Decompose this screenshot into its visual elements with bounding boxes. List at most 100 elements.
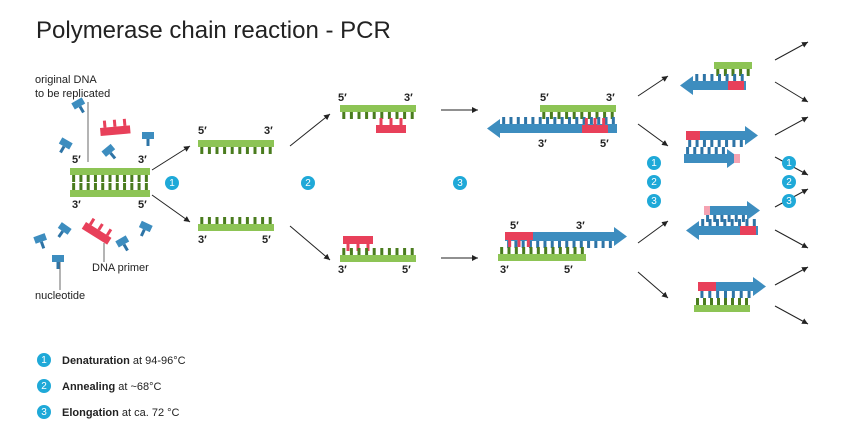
svg-text:Annealing at ~68°C: Annealing at ~68°C xyxy=(62,381,162,393)
step-marker-3: 3 xyxy=(782,194,796,208)
svg-text:Denaturation at 94-96°C: Denaturation at 94-96°C xyxy=(62,355,186,367)
denatured-strand-bottom xyxy=(198,217,274,231)
strand-end-label: 3′ xyxy=(576,220,585,232)
strand-end-label: 3′ xyxy=(72,199,81,211)
cycle2-b-primer xyxy=(686,131,700,140)
arrow-out-7 xyxy=(774,266,809,286)
svg-text:2: 2 xyxy=(786,177,792,188)
strand-end-label: 3′ xyxy=(138,154,147,166)
arrow-original-to-top xyxy=(151,145,191,171)
arrow-cycle2-d xyxy=(637,271,669,299)
strand-end-label: 5′ xyxy=(510,220,519,232)
step-marker-1: 1 xyxy=(782,156,796,170)
svg-text:3: 3 xyxy=(786,196,792,207)
dna-strands xyxy=(70,62,766,312)
annealed-primer-top xyxy=(376,118,406,133)
cycle2-a-template xyxy=(714,62,752,76)
cycle2-d-primer xyxy=(698,282,716,291)
annealed-primer-bottom xyxy=(343,236,373,251)
svg-text:Elongation at ca. 72 °C: Elongation at ca. 72 °C xyxy=(62,407,180,419)
svg-text:3: 3 xyxy=(41,407,47,418)
legend-step-detail: at ~68°C xyxy=(115,381,161,393)
cycle2-c-upper xyxy=(704,201,760,222)
svg-text:2: 2 xyxy=(651,177,657,188)
arrow-top-annealing xyxy=(289,113,331,147)
legend-step-detail: at ca. 72 °C xyxy=(119,407,180,419)
strand-end-label: 3′ xyxy=(606,92,615,104)
legend-item: 2 Annealing at ~68°C xyxy=(37,379,162,393)
legend: 1 Denaturation at 94-96°C 2 Annealing at ~6… xyxy=(37,353,186,419)
annealed-strand-top xyxy=(340,105,416,119)
arrow-cycle2-a xyxy=(637,75,669,97)
cycle2-b-new xyxy=(686,126,758,147)
legend-step-detail: at 94-96°C xyxy=(130,355,186,367)
strand-end-label: 5′ xyxy=(540,92,549,104)
strand-end-label: 3′ xyxy=(198,234,207,246)
strand-end-label: 3′ xyxy=(538,138,547,150)
legend-step-name: Elongation xyxy=(62,407,119,419)
original-strand-bottom xyxy=(70,183,150,197)
label-to-be-replicated: to be replicated xyxy=(35,88,110,100)
original-strand-top xyxy=(70,168,150,182)
free-primer-bottom xyxy=(81,217,113,245)
strand-end-label: 3′ xyxy=(500,264,509,276)
elongated-template-bottom xyxy=(498,247,586,261)
nucleotide-icon xyxy=(142,132,154,146)
cycle2-a-new xyxy=(680,74,746,95)
svg-text:3: 3 xyxy=(651,196,657,207)
strand-end-label: 5′ xyxy=(600,138,609,150)
arrow-out-6 xyxy=(774,229,809,249)
strand-end-label: 5′ xyxy=(72,154,81,166)
legend-item: 1 Denaturation at 94-96°C xyxy=(37,353,186,367)
step-marker-2: 2 xyxy=(782,175,796,189)
cycle2-c-primer xyxy=(740,226,756,235)
label-original-dna: original DNA xyxy=(35,74,97,86)
strand-end-label: 5′ xyxy=(338,92,347,104)
cycle2-d-template xyxy=(694,298,750,312)
nucleotide-icon xyxy=(58,137,73,154)
process-arrows xyxy=(151,41,809,325)
diagram-title: Polymerase chain reaction - PCR xyxy=(36,17,391,44)
strand-end-label: 5′ xyxy=(262,234,271,246)
nucleotide-icon xyxy=(33,233,48,249)
elongated-primer-top xyxy=(582,118,608,133)
denatured-strand-top xyxy=(198,140,274,154)
arrow-cycle2-c xyxy=(637,220,669,244)
arrow-out-2 xyxy=(774,81,809,103)
cycle2-b-tail xyxy=(734,154,740,163)
step-marker-3: 3 xyxy=(647,194,661,208)
arrow-original-to-bottom xyxy=(151,194,191,223)
legend-step-name: Annealing xyxy=(62,381,115,393)
free-primer-top xyxy=(100,118,131,136)
strand-end-label: 5′ xyxy=(198,125,207,137)
svg-text:1: 1 xyxy=(651,158,657,169)
step-marker-2: 2 xyxy=(647,175,661,189)
arrow-out-3 xyxy=(774,116,809,136)
svg-text:3: 3 xyxy=(457,178,463,189)
step-marker-1: 1 xyxy=(165,176,179,190)
strand-end-label: 5′ xyxy=(138,199,147,211)
cycle2-c-tail xyxy=(704,206,710,215)
label-nucleotide: nucleotide xyxy=(35,290,85,302)
svg-text:2: 2 xyxy=(41,381,47,392)
cycle2-a-primer xyxy=(728,81,744,90)
nucleotide-icon xyxy=(57,222,72,238)
svg-text:1: 1 xyxy=(41,355,47,366)
nucleotide-icon xyxy=(101,143,117,160)
step-markers: 1 2 3 1 2 3 1 2 3 xyxy=(165,156,796,208)
elongated-template-top xyxy=(540,105,616,119)
strand-end-labels: 5′3′3′5′5′3′3′5′5′3′3′5′5′3′3′5′5′3′3′5′ xyxy=(72,92,615,276)
nucleotide-icon xyxy=(138,220,153,237)
arrow-out-1 xyxy=(774,41,809,61)
annealed-strand-bottom xyxy=(340,248,416,262)
legend-item: 3 Elongation at ca. 72 °C xyxy=(37,405,180,419)
cycle2-b-lower xyxy=(684,147,740,168)
strand-end-label: 5′ xyxy=(564,264,573,276)
step-marker-2: 2 xyxy=(301,176,315,190)
nucleotide-icon xyxy=(52,255,64,269)
step-marker-3: 3 xyxy=(453,176,467,190)
strand-end-label: 3′ xyxy=(404,92,413,104)
legend-step-name: Denaturation xyxy=(62,355,130,367)
step-marker-1: 1 xyxy=(647,156,661,170)
